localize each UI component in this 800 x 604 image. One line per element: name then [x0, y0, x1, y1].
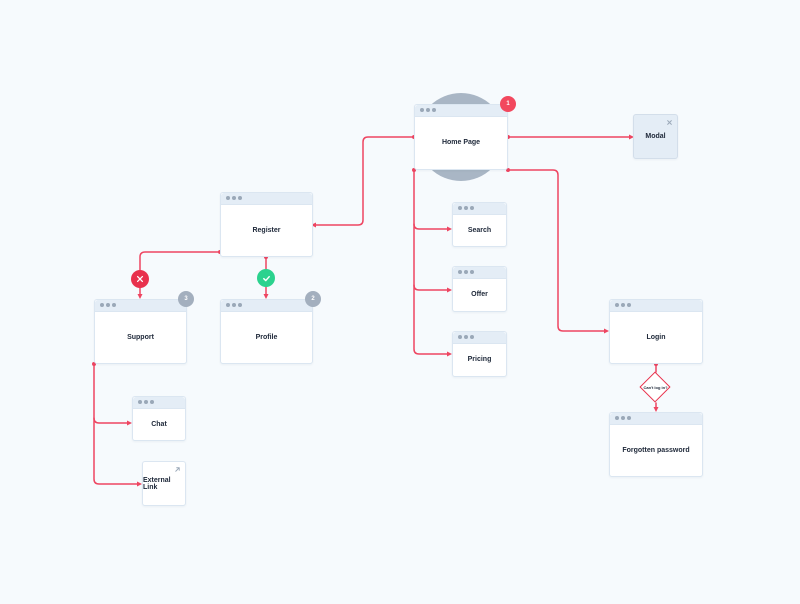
arrowhead: [447, 351, 452, 357]
node-pricing[interactable]: Pricing: [452, 331, 507, 377]
node-label: Modal: [645, 133, 666, 140]
node-support[interactable]: Support: [94, 299, 187, 364]
close-icon: [667, 120, 672, 125]
node-label: Register: [252, 226, 281, 234]
step-badge: 1: [500, 96, 516, 112]
node-label: Offer: [471, 291, 488, 298]
node-home-page[interactable]: Home Page: [414, 104, 508, 170]
decision-label: Can't log in?: [643, 385, 668, 390]
node-label: Profile: [255, 333, 278, 341]
arrowhead: [653, 407, 659, 412]
node-forgotten-password[interactable]: Forgotten password: [609, 412, 703, 477]
node-label: Pricing: [467, 356, 492, 363]
arrowhead: [629, 134, 634, 140]
node-label: Search: [467, 226, 492, 234]
window-bar: [610, 300, 702, 312]
node-label: Support: [127, 333, 154, 341]
external-arrow-icon: [175, 467, 180, 472]
node-profile[interactable]: Profile: [220, 299, 313, 364]
decision-cant-log-in[interactable]: Can't log in?: [639, 371, 671, 403]
window-bar: [453, 267, 506, 279]
connector-home-pricing: [413, 284, 451, 355]
connector-register-support: [139, 251, 221, 298]
connector-home-register: [312, 136, 415, 226]
node-label: Chat: [151, 420, 167, 428]
node-offer[interactable]: Offer: [452, 266, 507, 312]
node-label: Forgotten password: [622, 446, 690, 454]
connector-home-search: [413, 169, 451, 230]
node-register[interactable]: Register: [220, 192, 313, 257]
connector-home-login: [507, 169, 608, 332]
close-icon: [136, 275, 144, 283]
window-bar: [95, 300, 186, 312]
success-status: [257, 269, 275, 287]
arrowhead: [137, 481, 142, 487]
connector-support-chat: [93, 363, 131, 424]
arrowhead: [263, 294, 269, 299]
node-external-link[interactable]: External Link: [142, 461, 186, 506]
arrowhead: [447, 226, 452, 232]
window-bar: [453, 332, 506, 344]
connector-support-external: [93, 417, 141, 485]
window-bar: [453, 203, 506, 215]
step-badge: 2: [305, 291, 321, 307]
node-login[interactable]: Login: [609, 299, 703, 364]
step-badge: 3: [178, 291, 194, 307]
arrowhead: [447, 287, 452, 293]
node-modal[interactable]: Modal: [633, 114, 678, 159]
check-icon: [262, 275, 270, 281]
window-bar: [221, 193, 312, 205]
window-bar: [133, 397, 185, 409]
connector-home-offer: [413, 223, 451, 291]
arrowhead: [127, 420, 132, 426]
node-search[interactable]: Search: [452, 202, 507, 247]
window-bar: [415, 105, 507, 117]
node-chat[interactable]: Chat: [132, 396, 186, 441]
fail-status: [131, 270, 149, 288]
window-bar: [221, 300, 312, 312]
node-label: External Link: [143, 476, 171, 491]
node-label: Login: [646, 333, 666, 341]
node-label: Home Page: [441, 139, 481, 146]
arrowhead: [604, 328, 609, 334]
window-bar: [610, 413, 702, 425]
arrowhead: [311, 222, 316, 228]
arrowhead: [137, 294, 143, 299]
